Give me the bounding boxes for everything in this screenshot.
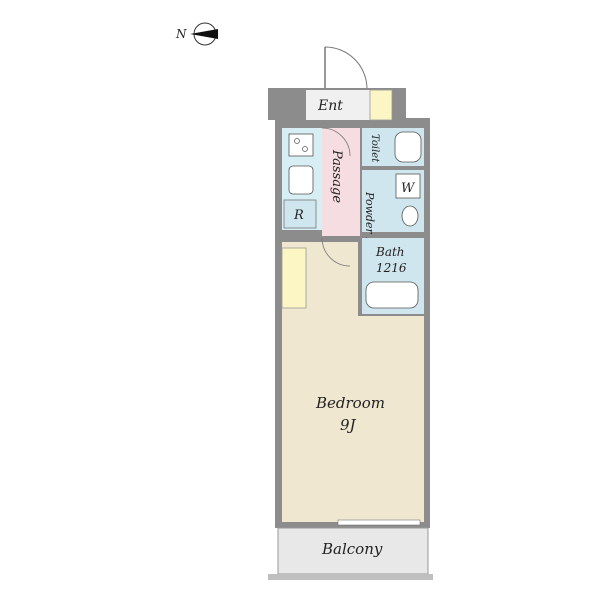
entrance-label: Ent <box>317 98 343 114</box>
entrance-area <box>306 90 370 120</box>
bedroom-door-swing[interactable] <box>321 237 351 267</box>
bedroom-area <box>282 316 424 522</box>
balcony-area <box>277 527 429 575</box>
washer-label: W <box>401 181 416 196</box>
stove-icon <box>288 133 314 157</box>
bedroom-label: Bedroom <box>315 394 385 412</box>
balcony-label: Balcony <box>321 540 383 558</box>
bathtub-icon <box>365 281 419 309</box>
bath-size-label: 1216 <box>376 261 407 275</box>
balcony-rail <box>268 574 433 580</box>
washer-space <box>395 173 421 199</box>
bath-label: Bath <box>375 245 405 259</box>
passage-label: Passage <box>329 149 344 203</box>
refrigerator-label: R <box>293 208 304 223</box>
entrance-door[interactable] <box>324 46 368 91</box>
sink-icon <box>288 165 314 195</box>
refrigerator-space <box>283 199 317 229</box>
north-arrow-needle <box>190 29 218 39</box>
shoe-storage <box>369 89 393 121</box>
passage-door-swing[interactable] <box>321 127 351 157</box>
toilet-icon <box>394 131 422 163</box>
bedroom-size-label: 9J <box>340 416 357 434</box>
toilet-label: Toilet <box>369 134 380 163</box>
wash-basin-icon <box>401 205 419 227</box>
balcony-window <box>337 519 421 526</box>
compass: N <box>175 22 218 46</box>
compass-north-label: N <box>175 27 187 41</box>
passage-area <box>322 128 360 236</box>
